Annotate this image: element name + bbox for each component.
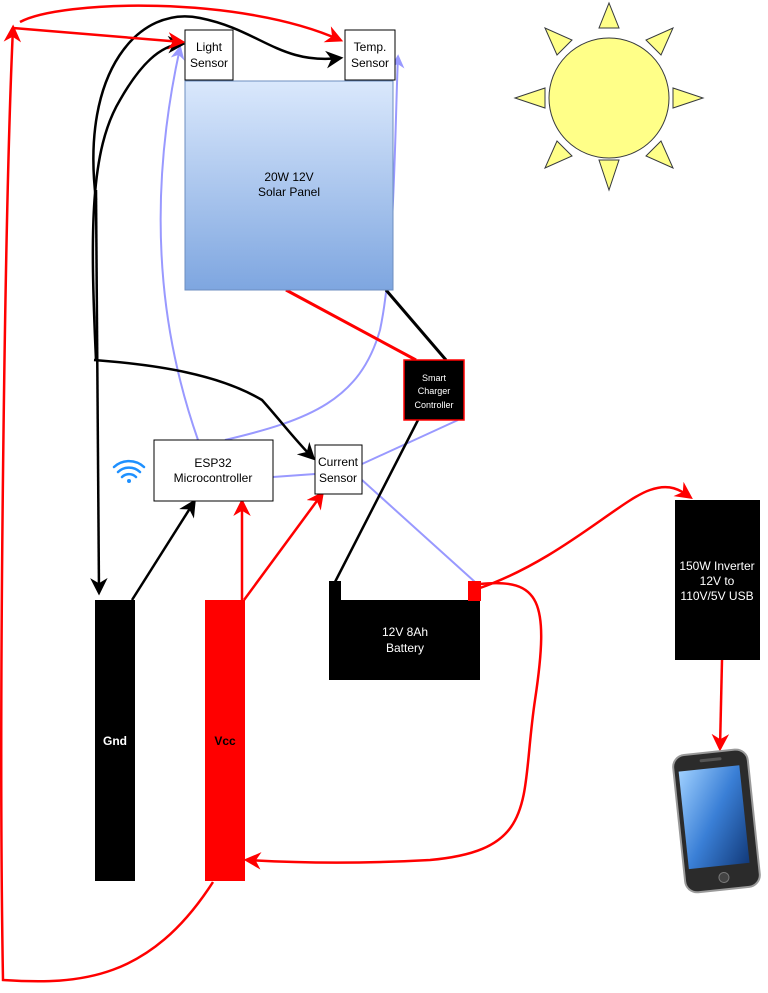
smartphone-icon [672, 748, 761, 894]
controller-label-line2: Charger [418, 386, 451, 396]
signal-wires [159, 45, 476, 583]
wire-loop-top-to-temp [19, 4, 344, 43]
wire-vcc-loop-left [0, 24, 215, 983]
current-sensor-label-line1: Current [318, 455, 359, 469]
battery-label-line2: Battery [386, 641, 424, 655]
battery-positive-terminal [468, 581, 481, 601]
wire-battery-to-inverter [479, 481, 693, 590]
light-sensor[interactable]: Light Sensor [184, 29, 234, 81]
wire-esp32-to-temp-sensor [224, 54, 405, 441]
controller-label-line1: Smart [422, 373, 447, 383]
wire-esp32-to-light-sensor [159, 45, 199, 441]
temp-sensor-label-line1: Temp. [354, 40, 387, 54]
solar-panel-label-line1: 20W 12V [264, 170, 313, 184]
wire-current-sensor-to-battery [361, 479, 476, 583]
controller-label-line3: Controller [414, 400, 453, 410]
wire-inverter-to-phone [711, 659, 730, 752]
current-sensor-label-line2: Sensor [319, 471, 357, 485]
wire-controller-to-battery-neg [333, 419, 420, 583]
battery[interactable]: 12V 8Ah Battery [329, 581, 481, 680]
battery-negative-terminal [329, 581, 341, 601]
solar-panel[interactable]: 20W 12V Solar Panel [184, 80, 394, 291]
light-sensor-label-line1: Light [196, 40, 223, 54]
inverter-label-line2: 12V to [700, 574, 735, 588]
smart-charge-controller[interactable]: Smart Charger Controller [403, 359, 465, 421]
temp-sensor-label-line2: Sensor [351, 56, 389, 70]
inverter-label-line1: 150W Inverter [679, 559, 754, 573]
ground-wires [90, 15, 448, 601]
inverter-label-line3: 110V/5V USB [680, 589, 753, 603]
power-wires [0, 4, 730, 983]
gnd-rail-label: Gnd [103, 734, 127, 748]
wire-battery-to-vcc [243, 581, 543, 870]
gnd-rail[interactable]: Gnd [95, 600, 135, 881]
wire-light-to-temp-sensor [92, 15, 344, 201]
esp32-label-line1: ESP32 [194, 456, 232, 470]
wire-gnd-to-current-sensor [93, 358, 316, 461]
temp-sensor[interactable]: Temp. Sensor [344, 29, 396, 81]
wire-panel-pos-to-controller [285, 288, 417, 362]
vcc-rail-label: Vcc [214, 734, 236, 748]
battery-label-line1: 12V 8Ah [382, 625, 428, 639]
esp32-microcontroller[interactable]: ESP32 Microcontroller [153, 439, 274, 502]
wire-gnd-to-light-sensor [91, 35, 186, 361]
wire-panel-neg-to-controller [384, 289, 448, 361]
current-sensor[interactable]: Current Sensor [314, 444, 363, 495]
wire-current-sensor-to-controller [361, 419, 459, 465]
wire-vcc-to-current-sensor [242, 491, 325, 601]
light-sensor-label-line2: Sensor [190, 56, 228, 70]
wire-gnd-rail-line [90, 189, 108, 596]
vcc-rail[interactable]: Vcc [205, 600, 245, 881]
wire-gnd-to-esp32 [130, 499, 196, 601]
sun-icon [513, 1, 705, 192]
esp32-label-line2: Microcontroller [174, 471, 253, 485]
wire-loop-to-light-sensor [12, 26, 186, 50]
wire-esp32-to-current-sensor [272, 473, 316, 478]
inverter[interactable]: 150W Inverter 12V to 110V/5V USB [675, 500, 760, 660]
solar-panel-label-line2: Solar Panel [258, 185, 320, 199]
wifi-icon [112, 459, 146, 483]
